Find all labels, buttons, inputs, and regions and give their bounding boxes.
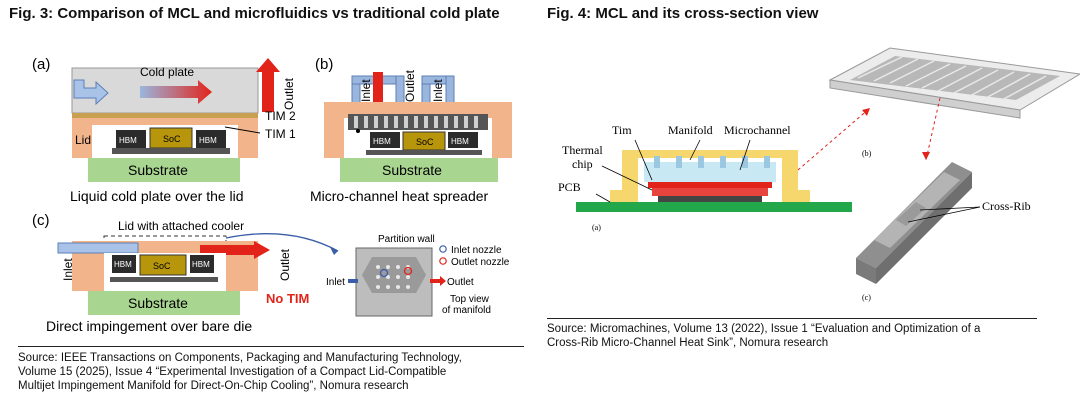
panel-a-caption: Liquid cold plate over the lid: [70, 188, 244, 204]
manifold: [644, 162, 776, 182]
outlet-label: Outlet: [403, 69, 417, 102]
substrate: [88, 291, 240, 315]
svg-text:Thermal: Thermal: [562, 143, 603, 157]
lid-label: Lid: [75, 133, 91, 147]
panel-c: (c) Lid with attached cooler HBM SoC HBM…: [0, 205, 540, 345]
tim2-label: TIM 2: [265, 109, 296, 123]
substrate: [340, 158, 498, 182]
inlet-label-1: Inlet: [359, 79, 373, 102]
hbm-left: [116, 130, 146, 148]
svg-text:of manifold: of manifold: [442, 305, 491, 316]
panel-c-diagram: (c) Lid with attached cooler HBM SoC HBM…: [32, 212, 510, 334]
panel-b-caption: Micro-channel heat spreader: [310, 188, 489, 204]
substrate: [88, 158, 240, 182]
cold-plate-label: Cold plate: [140, 65, 194, 79]
fig3-source-rule: [18, 346, 524, 347]
inlet-flow-icon: [57, 242, 139, 254]
svg-text:Tim: Tim: [612, 123, 632, 137]
manifold-top-view: Partition wall Inlet nozzle Outlet nozzl…: [326, 234, 510, 317]
svg-text:(c): (c): [862, 293, 871, 302]
svg-text:(a): (a): [592, 223, 601, 232]
mcl-3d-plate: (b): [828, 47, 1080, 158]
tim2-layer: [72, 113, 258, 118]
panel-a-diagram: (a) Cold plate Outlet TIM 2 Lid HBM SoC …: [32, 56, 296, 204]
svg-text:Outlet nozzle: Outlet nozzle: [451, 257, 510, 268]
svg-text:HBM: HBM: [451, 137, 469, 146]
pcb: [576, 202, 852, 212]
fig4-diagram: Tim Manifold Microchannel Thermal chip P…: [558, 47, 1080, 302]
svg-text:chip: chip: [572, 157, 593, 171]
inlet-nozzle-icon: [439, 245, 447, 253]
svg-text:PCB: PCB: [558, 180, 581, 194]
inlet-arrow-icon: [73, 79, 109, 106]
svg-text:HBM: HBM: [199, 136, 217, 145]
svg-text:HBM: HBM: [114, 260, 132, 269]
callout-curve: [225, 233, 339, 252]
svg-text:(b): (b): [862, 149, 872, 158]
outlet-label: Outlet: [282, 77, 296, 110]
svg-text:Partition wall: Partition wall: [378, 234, 435, 245]
svg-text:Manifold: Manifold: [668, 123, 713, 137]
svg-text:SoC: SoC: [163, 134, 181, 144]
panel-a: (a) Cold plate Outlet TIM 2 Lid HBM SoC …: [0, 50, 300, 210]
thermal-chip: [652, 188, 768, 196]
panel-b-label: (b): [315, 56, 333, 73]
outlet-nozzle-icon: [439, 257, 447, 265]
fig4-source-rule: [547, 318, 1037, 319]
fig3-title: Fig. 3: Comparison of MCL and microfluid…: [9, 5, 500, 22]
svg-text:HBM: HBM: [192, 260, 210, 269]
outlet-arrow-icon: [256, 58, 280, 112]
inlet-label-2: Inlet: [431, 79, 445, 102]
svg-text:Microchannel: Microchannel: [724, 123, 791, 137]
svg-text:Substrate: Substrate: [128, 295, 188, 311]
soc-die: [139, 254, 187, 276]
outlet-label: Outlet: [278, 248, 292, 281]
fig3-source: Source: IEEE Transactions on Components,…: [18, 352, 462, 392]
svg-text:Inlet nozzle: Inlet nozzle: [451, 245, 502, 256]
fig4-diagram-wrap: Tim Manifold Microchannel Thermal chip P…: [540, 30, 1080, 315]
hbm-right: [196, 130, 226, 148]
panel-b: (b) Inlet Outlet Inlet HBM SoC H: [300, 50, 532, 210]
inlet-label: Inlet: [61, 258, 75, 281]
svg-text:Substrate: Substrate: [382, 162, 442, 178]
outlet-pipe: [373, 72, 383, 118]
svg-text:SoC: SoC: [153, 261, 171, 271]
svg-text:HBM: HBM: [119, 136, 137, 145]
outlet-flow-icon: [200, 245, 254, 255]
svg-text:Cross-Rib: Cross-Rib: [982, 199, 1031, 213]
svg-text:HBM: HBM: [373, 137, 391, 146]
panel-c-caption: Direct impingement over bare die: [46, 318, 252, 334]
tim-layer: [648, 182, 772, 188]
svg-text:Substrate: Substrate: [128, 162, 188, 178]
svg-text:SoC: SoC: [416, 137, 434, 147]
tim1-label: TIM 1: [265, 127, 296, 141]
fig4-source: Source: Micromachines, Volume 13 (2022),…: [547, 323, 981, 349]
svg-text:Outlet: Outlet: [447, 277, 474, 288]
svg-text:Top view: Top view: [450, 294, 490, 305]
no-tim-label: No TIM: [266, 291, 309, 306]
flow-arrow-icon: [140, 80, 212, 104]
cross-rib-channel: Cross-Rib (c): [856, 162, 1031, 302]
svg-text:Inlet: Inlet: [326, 277, 345, 288]
panel-a-label: (a): [32, 56, 50, 73]
panel-c-label: (c): [32, 212, 50, 229]
mcl-cross-section: Tim Manifold Microchannel Thermal chip P…: [558, 123, 852, 232]
panel-b-diagram: (b) Inlet Outlet Inlet HBM SoC H: [310, 56, 512, 204]
lid-cooler-label: Lid with attached cooler: [118, 219, 244, 233]
fig4-title: Fig. 4: MCL and its cross-section view: [547, 5, 819, 22]
